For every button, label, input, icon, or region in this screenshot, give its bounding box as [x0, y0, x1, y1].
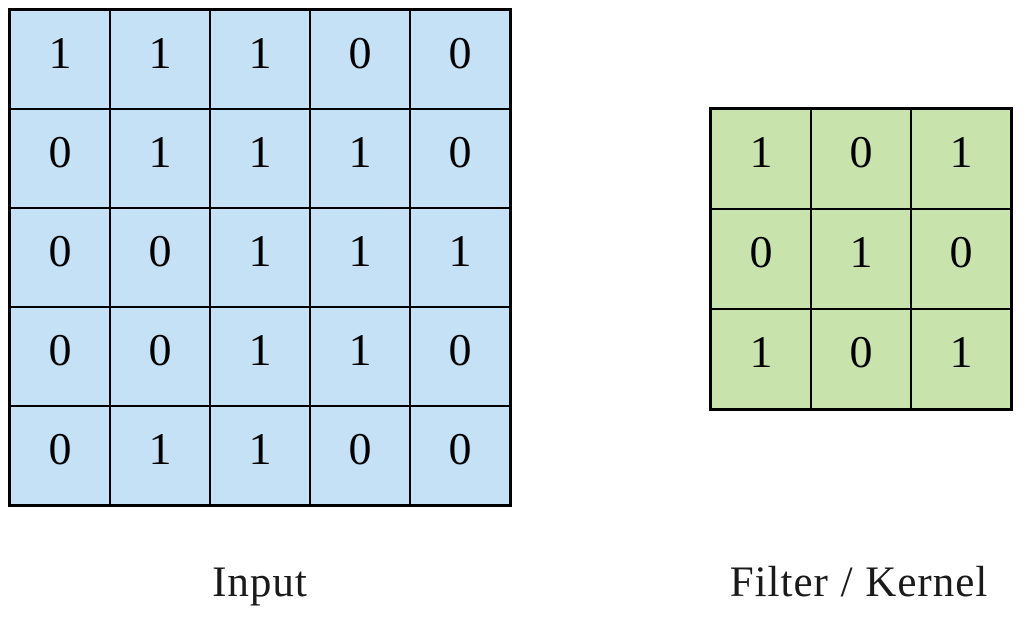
matrix-cell: 0	[10, 109, 110, 208]
matrix-cell: 1	[10, 10, 110, 109]
matrix-cell: 1	[711, 109, 811, 209]
matrix-cell: 1	[210, 109, 310, 208]
matrix-cell: 0	[310, 406, 410, 505]
matrix-cell: 1	[711, 309, 811, 409]
matrix-cell: 1	[911, 309, 1011, 409]
matrix-cell: 0	[811, 109, 911, 209]
matrix-cell: 1	[210, 406, 310, 505]
matrix-cell: 1	[210, 10, 310, 109]
matrix-cell: 0	[110, 208, 210, 307]
matrix-cell: 1	[110, 406, 210, 505]
matrix-cell: 1	[310, 109, 410, 208]
matrix-cell: 0	[10, 307, 110, 406]
matrix-cell: 0	[10, 406, 110, 505]
matrix-cell: 0	[410, 10, 510, 109]
matrix-cell: 0	[911, 209, 1011, 309]
matrix-cell: 0	[410, 109, 510, 208]
matrix-cell: 1	[410, 208, 510, 307]
filter-kernel-label: Filter / Kernel	[729, 559, 989, 606]
matrix-cell: 0	[110, 307, 210, 406]
matrix-cell: 1	[210, 307, 310, 406]
matrix-cell: 0	[310, 10, 410, 109]
matrix-cell: 1	[210, 208, 310, 307]
input-matrix-label: Input	[212, 559, 308, 606]
matrix-cell: 1	[310, 307, 410, 406]
matrix-cell: 0	[410, 406, 510, 505]
matrix-cell: 0	[711, 209, 811, 309]
matrix-cell: 0	[811, 309, 911, 409]
matrix-cell: 1	[811, 209, 911, 309]
matrix-cell: 1	[911, 109, 1011, 209]
matrix-cell: 1	[110, 10, 210, 109]
matrix-cell: 0	[410, 307, 510, 406]
matrix-cell: 1	[310, 208, 410, 307]
matrix-cell: 1	[110, 109, 210, 208]
matrix-cell: 0	[10, 208, 110, 307]
